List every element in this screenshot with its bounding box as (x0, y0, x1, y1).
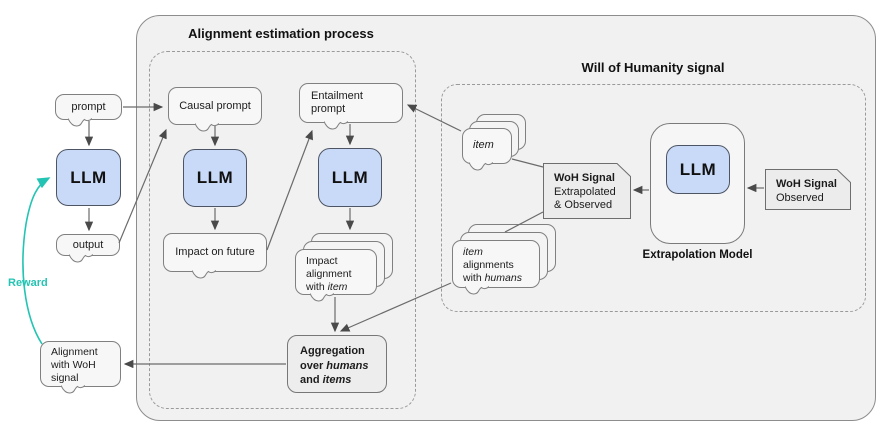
reward-label: Reward (8, 277, 48, 289)
item-alignments-stack: item alignments with humans (452, 224, 556, 295)
woh-signal-title: Will of Humanity signal (581, 60, 725, 75)
impact-alignment-stack: Impact alignment with item (295, 233, 393, 302)
extrapolation-model-label: Extrapolation Model (642, 249, 753, 261)
beveled-card-shape (765, 169, 851, 210)
causal-prompt-node: Causal prompt (168, 87, 262, 132)
alignment-with-woh-node: Alignment with WoH signal (40, 341, 121, 394)
entailment-prompt-node: Entailment prompt (299, 83, 403, 130)
bubble-tail (69, 253, 93, 263)
alignment-process-title: Alignment estimation process (188, 26, 374, 41)
impact-on-future-node: Impact on future (163, 233, 267, 279)
llm-box-1: LLM (56, 149, 121, 206)
item-node: item (462, 128, 512, 171)
output-node: output (56, 234, 120, 263)
item-alignments-node: item alignments with humans (452, 240, 540, 295)
woh-signal-dashed-box (441, 84, 866, 312)
woh-signal-extrapolated-node: WoH Signal Extrapolated & Observed (543, 163, 631, 219)
llm-box-2: LLM (183, 149, 247, 207)
reward-feedback-arrow (22, 177, 51, 345)
woh-signal-observed-node: WoH Signal Observed (765, 169, 851, 210)
bubble-tail (68, 117, 92, 127)
bubble-tail (61, 384, 85, 394)
bubble-tail (195, 122, 219, 132)
llm-box-4: LLM (666, 145, 730, 194)
bubble-tail (310, 292, 334, 302)
prompt-node: prompt (55, 94, 122, 127)
item-stack: item (462, 114, 526, 171)
bubble-tail (324, 120, 348, 130)
beveled-card-shape (543, 163, 631, 219)
aggregation-node: Aggregation over humans and items (287, 335, 387, 393)
bubble-tail (465, 285, 489, 295)
bubble-tail (192, 269, 216, 279)
llm-box-3: LLM (318, 148, 382, 207)
impact-alignment-node: Impact alignment with item (295, 249, 377, 302)
bubble-tail (469, 161, 493, 171)
